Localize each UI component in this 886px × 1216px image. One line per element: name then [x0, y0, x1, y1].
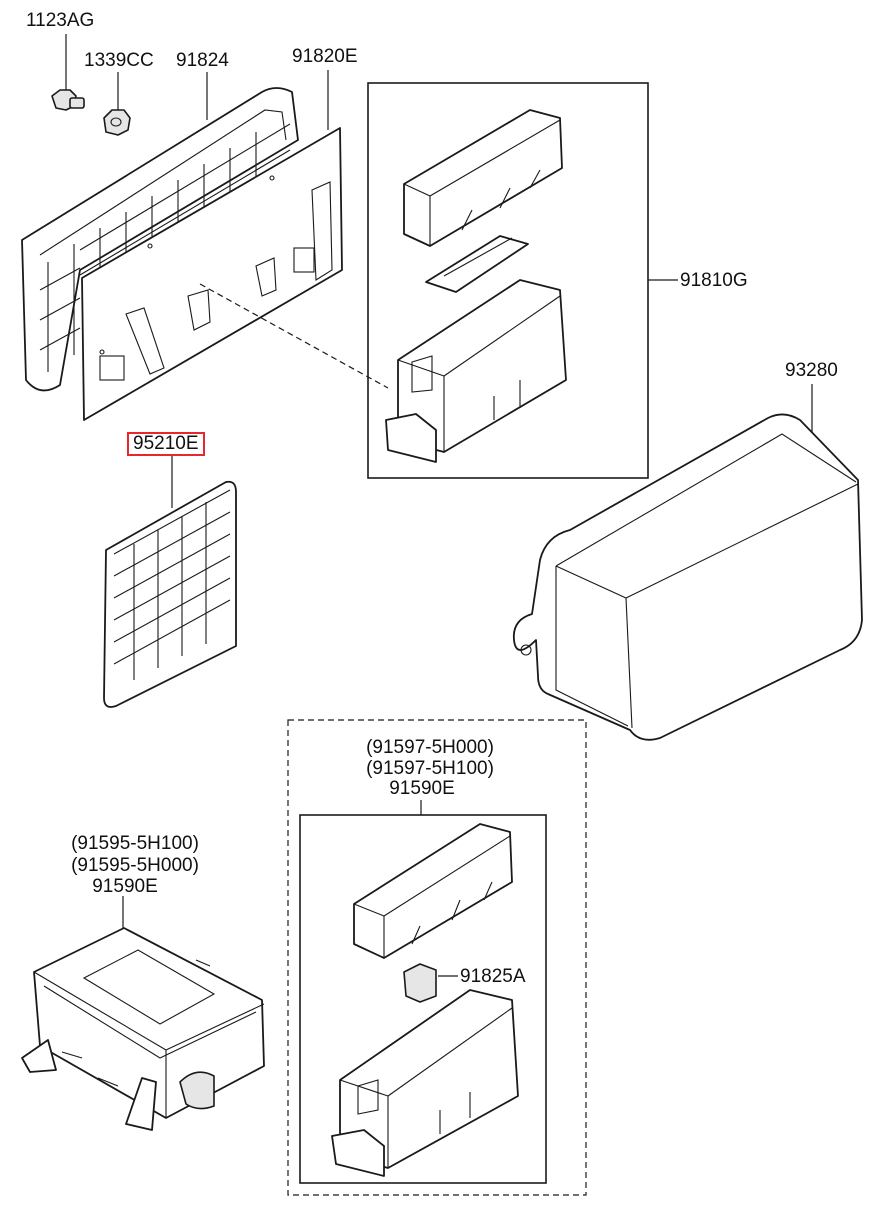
right-assembly-number-3: 91590E	[389, 778, 455, 799]
fuse-part-number: 91825A	[460, 966, 526, 987]
nut-part	[103, 72, 131, 136]
left-assembly-number-2: (91595-5H000)	[71, 855, 199, 876]
bolt-part-number: 1123AG	[26, 10, 95, 31]
left-assembly-number-3: 91590E	[92, 876, 158, 897]
cover-part-number: 93280	[785, 360, 838, 381]
right-assembly-box	[287, 719, 587, 1196]
right-assembly-number-1: (91597-5H000)	[366, 737, 494, 758]
left-assembly-number-1: (91595-5H100)	[71, 833, 199, 854]
junction-block-box	[367, 82, 678, 479]
bracket-part	[81, 70, 343, 421]
bolt-part	[51, 34, 85, 111]
gasket-part-number: 91824	[176, 50, 229, 71]
fuse-label-part-number: 95210E	[127, 432, 205, 456]
right-assembly-number-2: (91597-5H100)	[366, 758, 494, 779]
junction-block-part-number: 91810G	[680, 270, 748, 291]
left-assembly	[21, 896, 265, 1131]
cover-part	[512, 384, 863, 741]
fuse-label-plate	[103, 456, 237, 708]
nut-part-number: 1339CC	[84, 50, 154, 71]
bracket-part-number: 91820E	[292, 46, 358, 67]
